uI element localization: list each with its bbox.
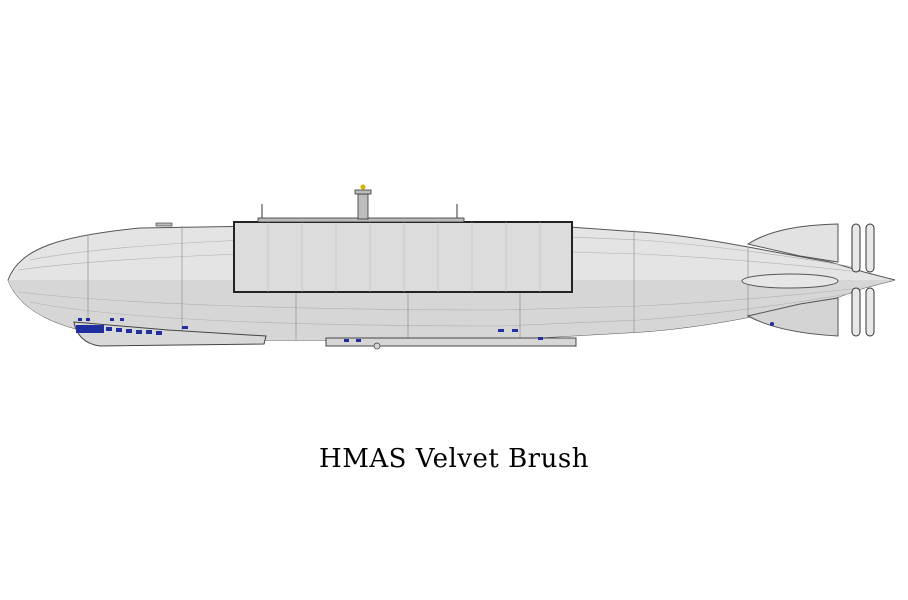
dorsal-mast xyxy=(354,184,372,220)
antennas xyxy=(261,204,458,218)
nose-hatch xyxy=(155,222,173,227)
hull xyxy=(7,217,896,341)
beacon-icon xyxy=(360,184,366,190)
windows xyxy=(76,318,774,342)
ship-title: HMAS Velvet Brush xyxy=(319,444,589,474)
aft-gondola-fitting xyxy=(373,342,381,350)
dorsal-panel-ribs xyxy=(267,222,541,292)
dorsal-panel xyxy=(233,221,573,293)
tail-fins xyxy=(741,223,839,337)
lower-fin xyxy=(746,297,839,337)
tail-propellers xyxy=(851,223,875,337)
horizontal-fin xyxy=(741,273,839,289)
aft-gondola xyxy=(325,337,577,347)
upper-fin xyxy=(746,223,839,263)
